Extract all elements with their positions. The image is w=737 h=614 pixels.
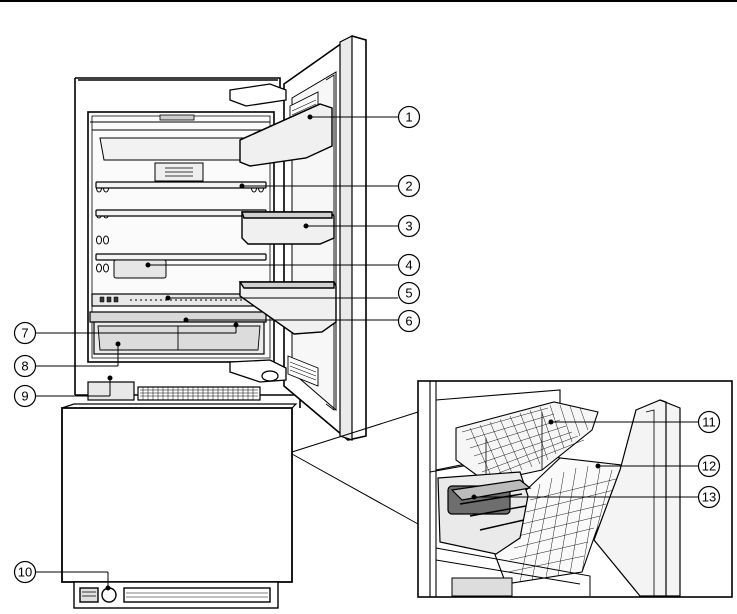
callout-number: 4: [405, 258, 412, 273]
door-bins: [240, 104, 336, 334]
callout-number: 8: [21, 359, 28, 374]
small-storage-box: [114, 260, 166, 278]
callout-number: 6: [405, 314, 412, 329]
callout-number: 11: [702, 415, 716, 430]
callout-number: 12: [702, 459, 716, 474]
callout-10: 10: [15, 562, 36, 583]
callout-4: 4: [399, 255, 420, 276]
callout-number: 7: [21, 326, 28, 341]
lower-compartment: [88, 382, 260, 400]
callout-number: 9: [21, 389, 28, 404]
callout-9: 9: [15, 386, 36, 407]
inset-freezer-detail: [418, 381, 732, 597]
freezer-drawer-front: [62, 404, 296, 582]
kick-plate: [74, 582, 278, 608]
callout-12: 12: [699, 456, 720, 477]
callout-number: 1: [405, 110, 412, 125]
callout-number: 10: [18, 565, 32, 580]
callout-8: 8: [15, 356, 36, 377]
callout-5: 5: [399, 283, 420, 304]
callout-11: 11: [699, 412, 720, 433]
callout-3: 3: [399, 216, 420, 237]
callout-2: 2: [399, 176, 420, 197]
callout-number: 13: [702, 490, 716, 505]
callout-6: 6: [399, 311, 420, 332]
callout-number: 5: [405, 286, 412, 301]
callout-number: 2: [405, 179, 412, 194]
callout-number: 3: [405, 219, 412, 234]
callout-1: 1: [399, 107, 420, 128]
callout-7: 7: [15, 323, 36, 344]
callout-13: 13: [699, 487, 720, 508]
